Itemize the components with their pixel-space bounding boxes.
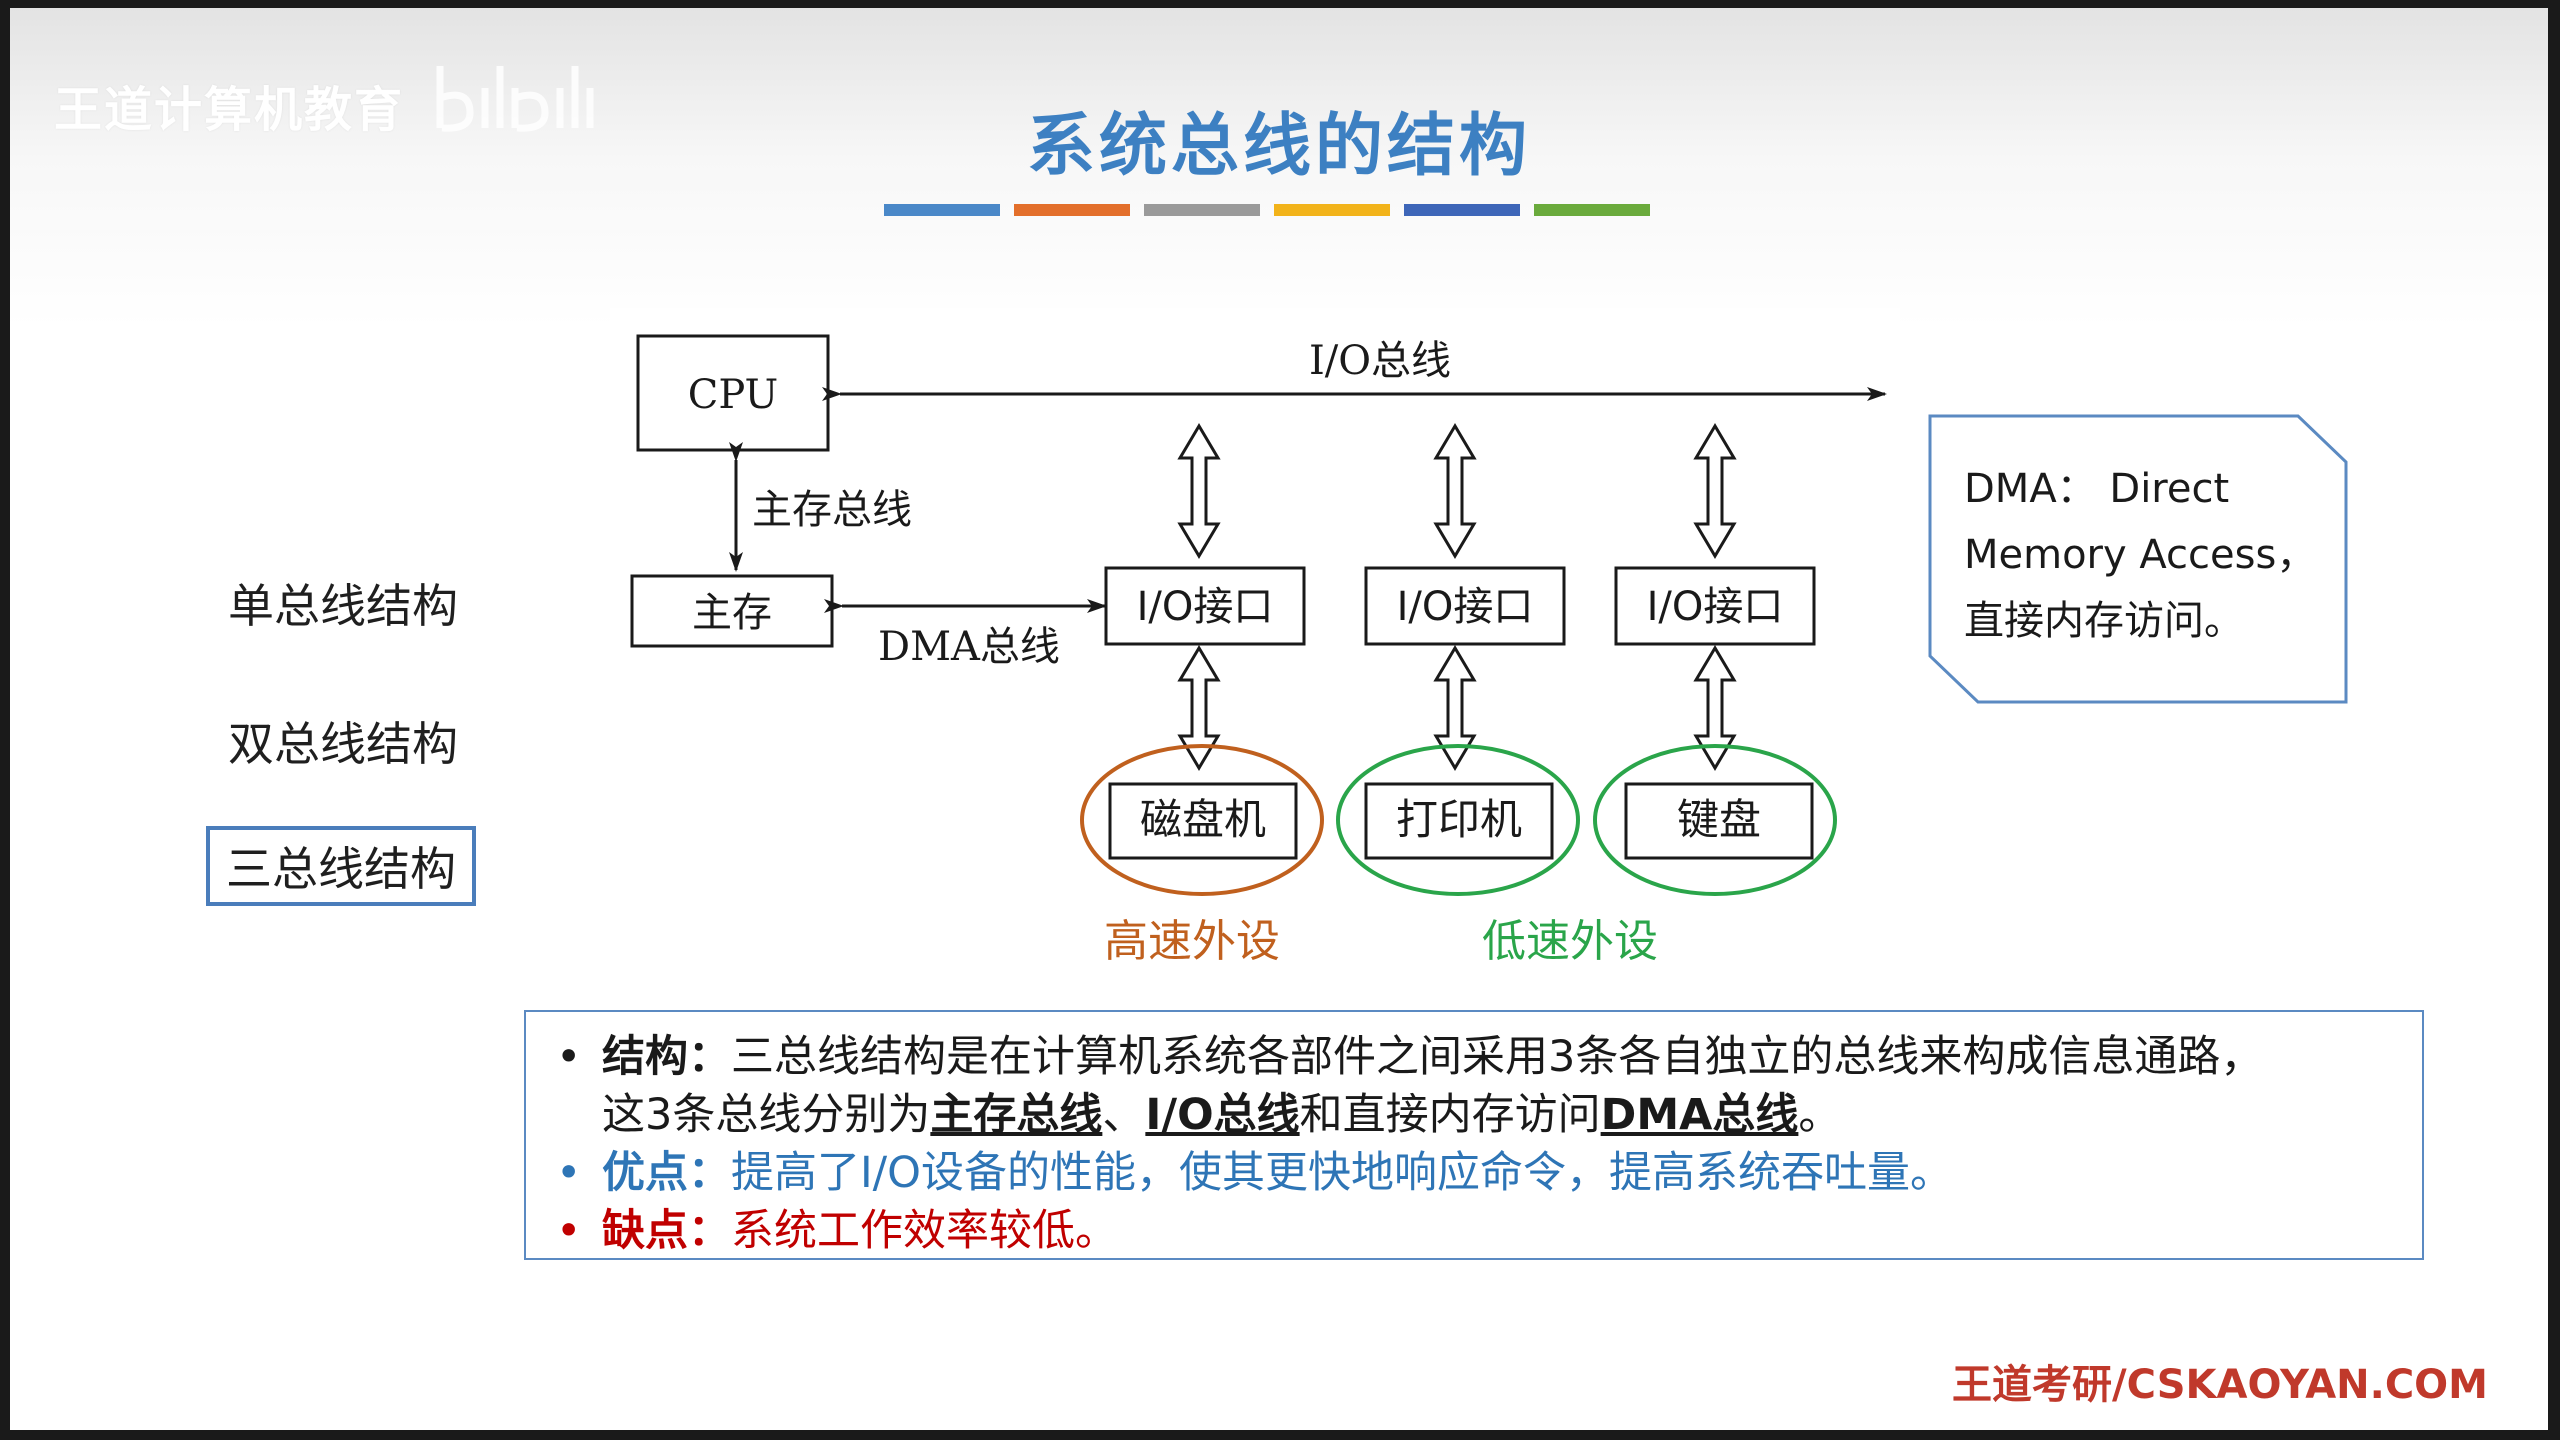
structure-line-2: 这3条总线分别为主存总线、I/O总线和直接内存访问DMA总线。 <box>602 1086 1841 1144</box>
structure-line2-c: 、 <box>1102 1090 1146 1140</box>
structure-line-1: • 结构：三总线结构是在计算机系统各部件之间采用3条各自独立的总线来构成信息通路， <box>556 1028 2263 1086</box>
low-speed-ellipse-keyboard <box>1593 744 1837 896</box>
high-speed-ellipse <box>1080 744 1324 896</box>
io-interface-label-1: I/O接口 <box>1137 584 1274 630</box>
low-speed-label: 低速外设 <box>1482 916 1658 967</box>
structure-text: 三总线结构是在计算机系统各部件之间采用3条各自独立的总线来构成信息通路， <box>731 1032 2264 1082</box>
title-bar-segment-6 <box>1534 204 1650 216</box>
callout-line-1: DMA： Direct <box>1964 466 2230 512</box>
pro-text: 提高了I/O设备的性能，使其更快地响应命令，提高系统吞吐量。 <box>731 1148 1954 1198</box>
low-speed-ellipse-printer <box>1336 744 1580 896</box>
nav-item-triple-bus-label: 三总线结构 <box>226 842 456 896</box>
footer-brand: 王道考研/CSKAOYAN.COM <box>1952 1362 2488 1408</box>
con-bullet: • <box>556 1206 582 1256</box>
io-interface-box-1 <box>1104 566 1306 646</box>
title-bar-segment-1 <box>884 204 1000 216</box>
structure-bullet: • <box>556 1032 582 1082</box>
dma-bus-label: DMA总线 <box>878 624 1060 670</box>
slide: 王道计算机教育 系统总线的结构 单总线结构 双总线结构 三总线结构 <box>10 8 2548 1430</box>
device-label-keyboard: 键盘 <box>1677 795 1761 844</box>
title-color-bar <box>884 204 1650 218</box>
con-label: 缺点： <box>602 1206 731 1256</box>
pro-label: 优点： <box>602 1148 731 1198</box>
device-box-printer <box>1364 782 1554 860</box>
io-bus-term: I/O总线 <box>1145 1090 1300 1140</box>
callout-line-2: Memory Access， <box>1964 532 2317 578</box>
memory-bus-term: 主存总线 <box>930 1090 1103 1140</box>
dma-callout-shape <box>1928 414 2348 704</box>
dma-bus-term: DMA总线 <box>1600 1090 1799 1140</box>
con-line: • 缺点：系统工作效率较低。 <box>556 1202 1118 1260</box>
bilibili-logo-icon <box>436 66 594 132</box>
structure-line2-g: 。 <box>1798 1090 1842 1140</box>
title-bar-segment-2 <box>1014 204 1130 216</box>
page-title: 系统总线的结构 <box>1026 107 1531 186</box>
high-speed-label: 高速外设 <box>1104 916 1280 967</box>
memory-bus-label: 主存总线 <box>752 487 912 533</box>
pro-bullet: • <box>556 1148 582 1198</box>
nav-item-triple-bus-active[interactable]: 三总线结构 <box>206 826 476 906</box>
pro-line: • 优点：提高了I/O设备的性能，使其更快地响应命令，提高系统吞吐量。 <box>556 1144 1953 1202</box>
info-box: • 结构：三总线结构是在计算机系统各部件之间采用3条各自独立的总线来构成信息通路，… <box>524 1010 2424 1260</box>
structure-line2-e: 和直接内存访问 <box>1299 1090 1601 1140</box>
io-bus-label: I/O总线 <box>1309 338 1451 384</box>
io-interface-box-3 <box>1614 566 1816 646</box>
title-bar-segment-4 <box>1274 204 1390 216</box>
structure-line2-a: 这3条总线分别为 <box>602 1090 931 1140</box>
io-interface-label-2: I/O接口 <box>1397 584 1534 630</box>
device-label-disk: 磁盘机 <box>1140 795 1266 844</box>
io-interface-box-2 <box>1364 566 1566 646</box>
structure-label: 结构： <box>602 1032 731 1082</box>
cpu-box <box>636 334 830 452</box>
interface-to-device-arrows <box>1177 645 1737 771</box>
three-bus-diagram: CPU I/O总线 主存总线 主存 DMA总线 I/O接口 I/O接口 I/O接… <box>630 334 1887 967</box>
device-box-keyboard <box>1624 782 1814 860</box>
device-label-printer: 打印机 <box>1396 795 1522 844</box>
nav-item-single-bus[interactable]: 单总线结构 <box>228 579 458 633</box>
callout-line-3: 直接内存访问。 <box>1964 598 2244 644</box>
con-text: 系统工作效率较低。 <box>731 1206 1118 1256</box>
memory-label: 主存 <box>692 590 772 636</box>
title-bar-segment-3 <box>1144 204 1260 216</box>
io-interface-label-3: I/O接口 <box>1647 584 1784 630</box>
device-box-disk <box>1108 782 1298 860</box>
bus-to-interface-arrows <box>1177 423 1737 559</box>
dma-callout-text: DMA： Direct Memory Access， 直接内存访问。 <box>1964 456 2334 654</box>
nav-item-dual-bus[interactable]: 双总线结构 <box>228 717 458 771</box>
watermark-text: 王道计算机教育 <box>54 82 405 138</box>
title-bar-segment-5 <box>1404 204 1520 216</box>
cpu-label: CPU <box>688 372 779 418</box>
